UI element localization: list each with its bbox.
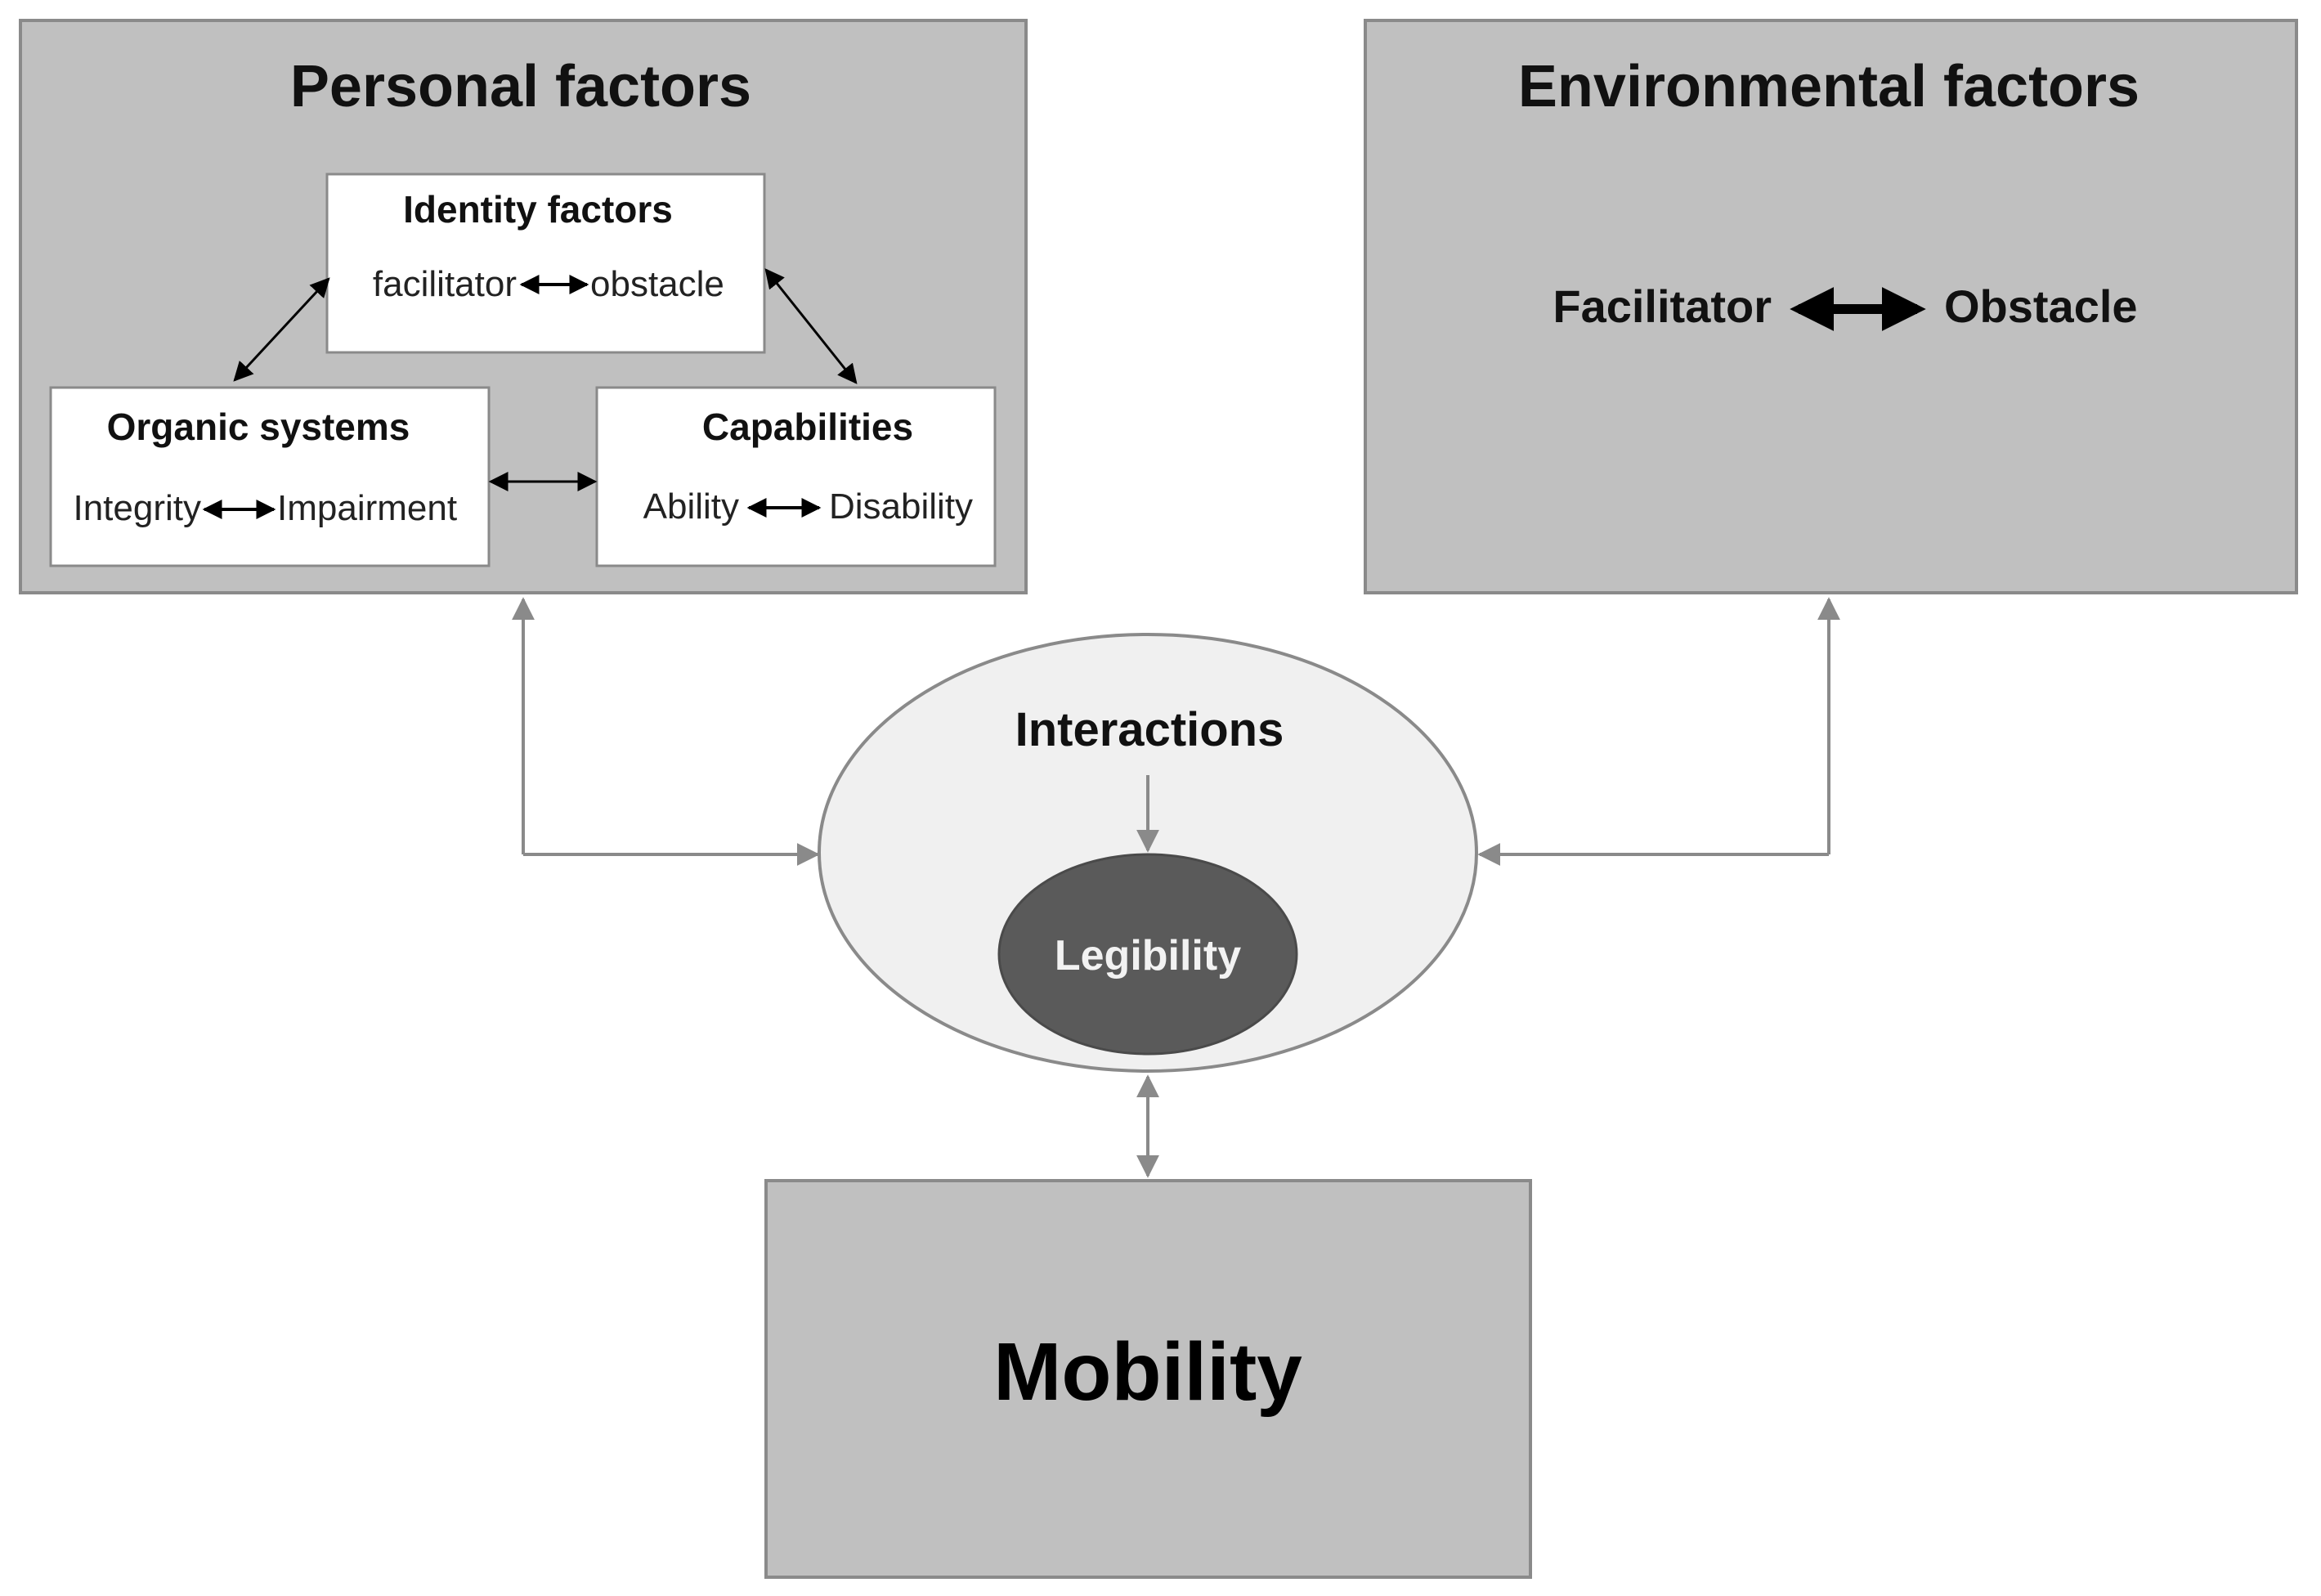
capabilities-disability-label: Disability <box>829 486 973 527</box>
identity-capabilities-connector <box>764 268 858 384</box>
organic-systems-box: Organic systems Integrity Impairment <box>49 386 491 567</box>
mobility-label: Mobility <box>993 1326 1302 1418</box>
capabilities-ability-label: Ability <box>643 486 739 527</box>
environmental-factors-panel: Environmental factors Facilitator Obstac… <box>1364 19 2298 594</box>
identity-obstacle-label: obstacle <box>590 264 724 304</box>
personal-factors-title: Personal factors <box>290 54 751 119</box>
capabilities-title: Capabilities <box>702 406 913 448</box>
organic-integrity-label: Integrity <box>73 488 201 528</box>
organic-systems-title: Organic systems <box>107 406 410 448</box>
interactions-ellipse: Interactions <box>818 633 1478 1073</box>
organic-impairment-label: Impairment <box>277 488 457 528</box>
legibility-label: Legibility <box>1055 932 1241 980</box>
identity-factors-title: Identity factors <box>403 188 673 231</box>
identity-factors-box: Identity factors facilitator obstacle <box>325 173 766 354</box>
environmental-obstacle-label: Obstacle <box>1944 280 2138 332</box>
environmental-facilitator-label: Facilitator <box>1553 280 1772 332</box>
mobility-box: Mobility <box>764 1179 1532 1579</box>
capabilities-box: Capabilities Ability Disability <box>595 386 997 567</box>
environmental-factors-title: Environmental factors <box>1518 54 2140 119</box>
identity-organic-connector <box>233 277 330 382</box>
legibility-ellipse: Legibility <box>997 853 1298 1056</box>
interactions-label: Interactions <box>1015 703 1284 756</box>
identity-facilitator-label: facilitator <box>373 264 517 304</box>
